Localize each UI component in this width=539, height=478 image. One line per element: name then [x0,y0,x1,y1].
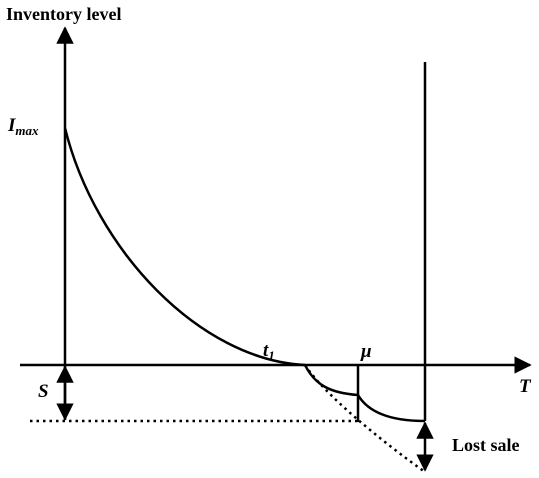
i-max-subscript: max [15,123,39,138]
inventory-depletion-curve [63,127,306,367]
lost-sale-label: Lost sale [452,435,520,455]
t1-label: t1 [263,340,275,363]
shortage-curve-1 [303,364,359,397]
t1-subscript: 1 [268,348,275,363]
mu-label: μ [360,341,372,362]
shortage-curve-2 [356,394,426,423]
i-max-label: Imax [7,115,39,138]
lost-sale-dotted-line [303,364,426,474]
x-axis-label: T [519,376,532,397]
s-label: S [38,381,49,402]
y-axis-label: Inventory level [6,4,121,24]
